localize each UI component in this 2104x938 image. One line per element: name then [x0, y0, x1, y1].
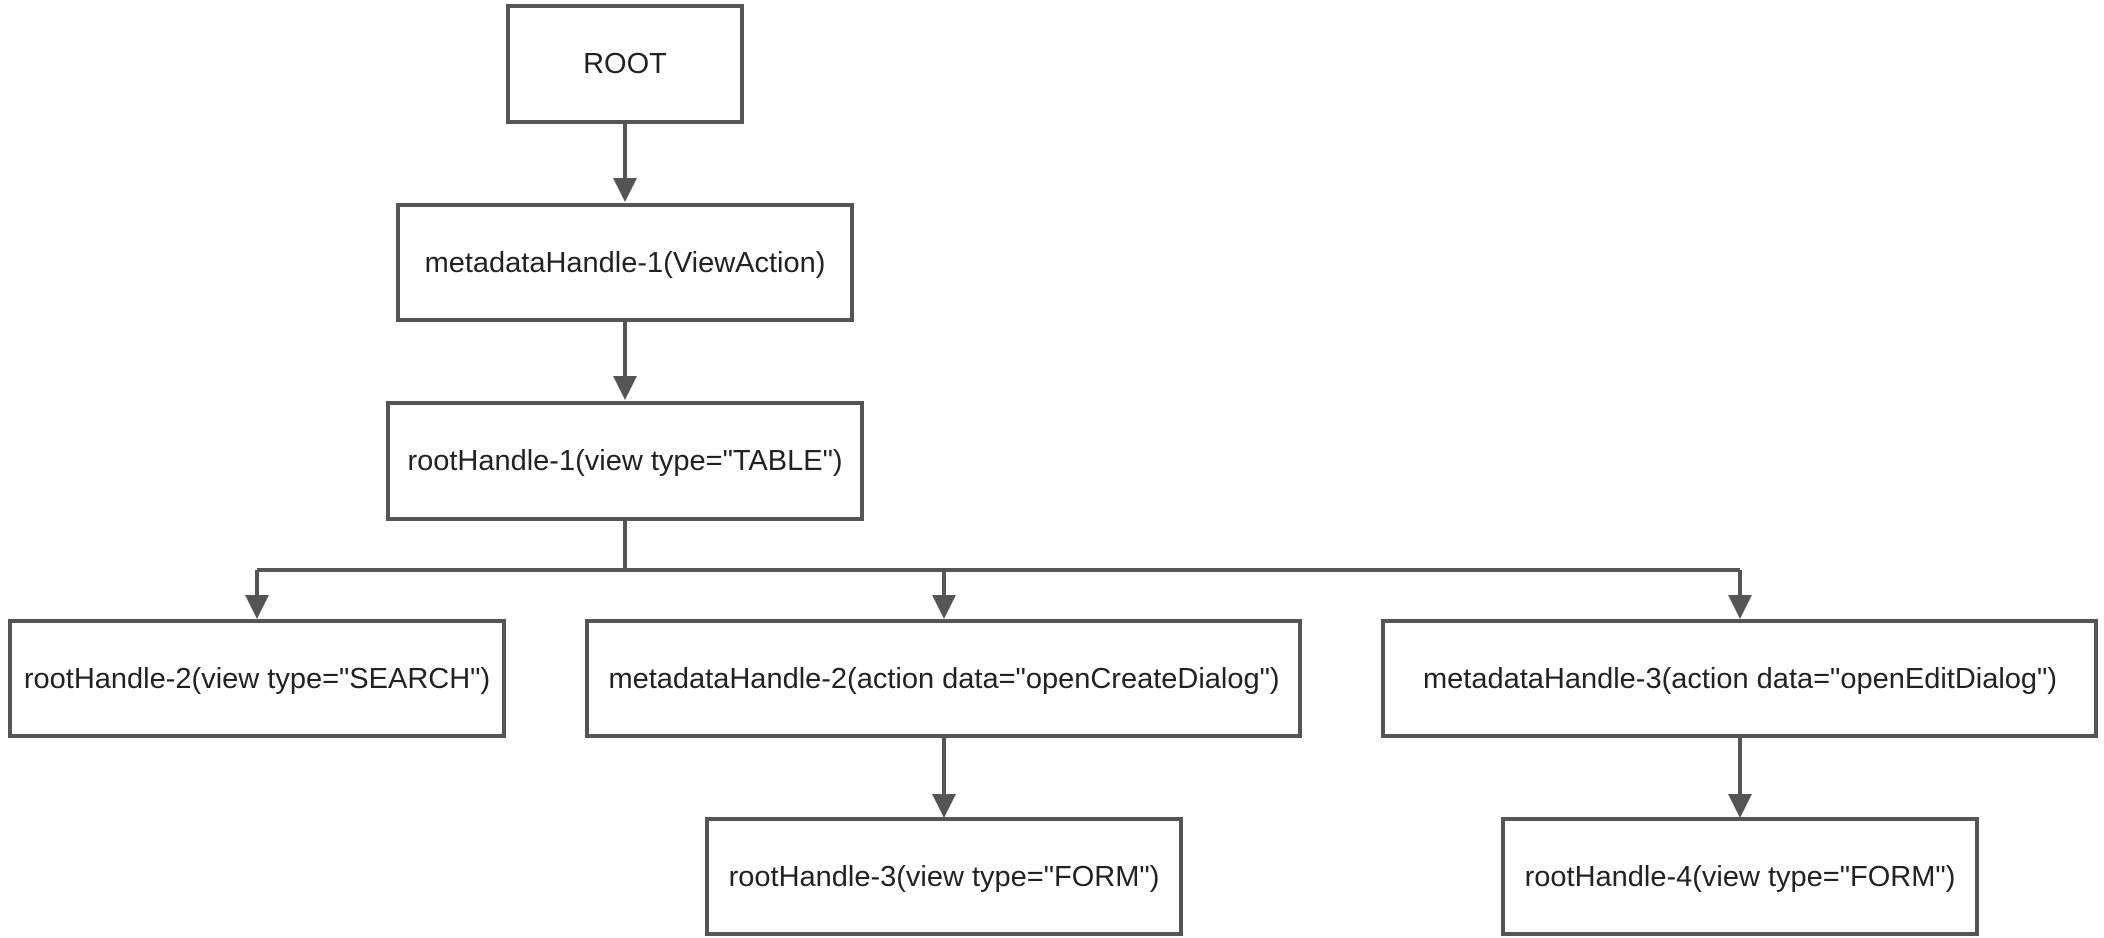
node-label: rootHandle-3(view type="FORM") [729, 861, 1160, 893]
node-box [506, 4, 744, 124]
node-box [1501, 817, 1979, 936]
arrowhead [1728, 794, 1752, 818]
node-root-handle-3: rootHandle-3(view type="FORM") [705, 817, 1183, 936]
node-label: metadataHandle-2(action data="openCreate… [608, 663, 1279, 695]
arrowhead [245, 595, 269, 619]
node-metadata-handle-2: metadataHandle-2(action data="openCreate… [585, 619, 1302, 738]
node-label: metadataHandle-3(action data="openEditDi… [1423, 663, 2057, 695]
node-root-handle-1: rootHandle-1(view type="TABLE") [386, 401, 864, 521]
arrowhead [613, 178, 637, 202]
node-metadata-handle-3: metadataHandle-3(action data="openEditDi… [1381, 619, 2098, 738]
node-box [705, 817, 1183, 936]
node-label: rootHandle-4(view type="FORM") [1525, 861, 1956, 893]
node-label: metadataHandle-1(ViewAction) [425, 247, 826, 279]
node-label: rootHandle-2(view type="SEARCH") [24, 663, 490, 695]
node-root-handle-2: rootHandle-2(view type="SEARCH") [8, 619, 506, 738]
node-box [1381, 619, 2098, 738]
node-label: rootHandle-1(view type="TABLE") [407, 445, 842, 477]
node-box [585, 619, 1302, 738]
node-root: ROOT [506, 4, 744, 124]
node-box [396, 203, 854, 322]
node-box [386, 401, 864, 521]
node-root-handle-4: rootHandle-4(view type="FORM") [1501, 817, 1979, 936]
node-label: ROOT [583, 48, 667, 80]
node-box [8, 619, 506, 738]
arrowhead [932, 794, 956, 818]
edges [245, 122, 1752, 818]
arrowhead [932, 595, 956, 619]
arrowhead [1728, 595, 1752, 619]
node-metadata-handle-1: metadataHandle-1(ViewAction) [396, 203, 854, 322]
arrowhead [613, 376, 637, 400]
